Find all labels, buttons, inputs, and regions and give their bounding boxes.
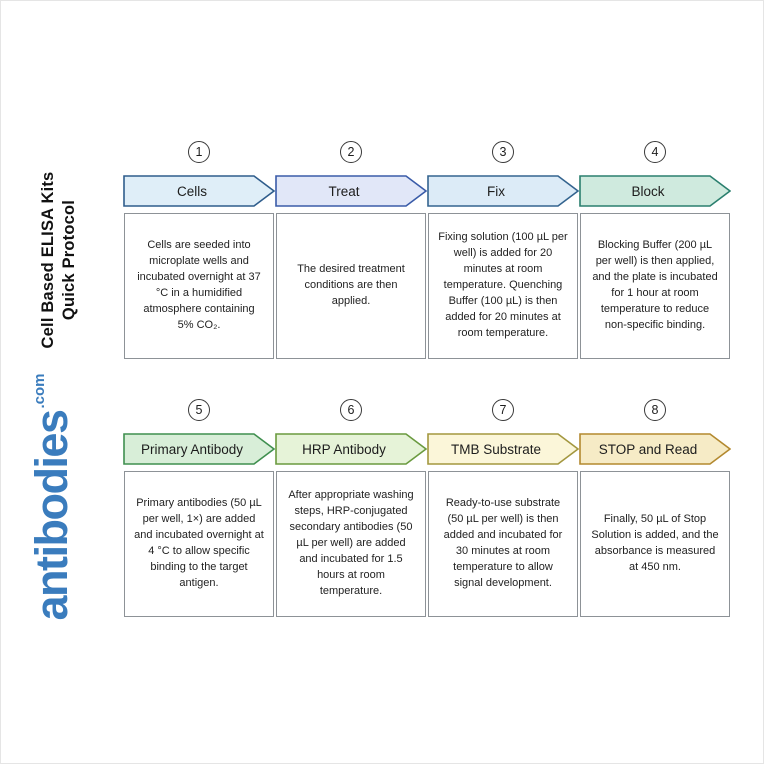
- step-5-banner: Primary Antibody: [123, 433, 275, 465]
- step-4-description: Blocking Buffer (200 µL per well) is the…: [580, 213, 730, 359]
- step-8-description: Finally, 50 µL of Stop Solution is added…: [580, 471, 730, 617]
- step-6-number-badge: 6: [340, 399, 362, 421]
- step-8: 8 STOP and Read Finally, 50 µL of Stop S…: [579, 399, 731, 617]
- step-4-banner: Block: [579, 175, 731, 207]
- step-3-number-badge: 3: [492, 141, 514, 163]
- step-1-label: Cells: [176, 183, 207, 199]
- step-1: 1 Cells Cells are seeded into microplate…: [123, 141, 275, 359]
- step-5-number: 5: [195, 403, 203, 417]
- arrow-right-shape: [427, 175, 579, 207]
- arrow-right-shape: [275, 433, 427, 465]
- step-8-banner: STOP and Read: [579, 433, 731, 465]
- step-4: 4 Block Blocking Buffer (200 µL per well…: [579, 141, 731, 359]
- step-7-banner: TMB Substrate: [427, 433, 579, 465]
- arrow-right-shape: [123, 175, 275, 207]
- step-2-number-badge: 2: [340, 141, 362, 163]
- step-1-banner: Cells: [123, 175, 275, 207]
- step-8-number: 8: [651, 403, 659, 417]
- step-3-banner: Fix: [427, 175, 579, 207]
- step-3-number: 3: [499, 145, 507, 159]
- step-7-number: 7: [499, 403, 507, 417]
- step-2: 2 Treat The desired treatment conditions…: [275, 141, 427, 359]
- arrow-right-shape: [123, 433, 275, 465]
- protocol-title-line1: Cell Based ELISA Kits: [39, 171, 57, 349]
- step-3-description: Fixing solution (100 µL per well) is add…: [428, 213, 578, 359]
- step-5-label: Primary Antibody: [140, 441, 244, 457]
- step-6-label: HRP Antibody: [302, 441, 386, 457]
- step-7-number-badge: 7: [492, 399, 514, 421]
- step-6-number: 6: [347, 403, 355, 417]
- step-6-banner: HRP Antibody: [275, 433, 427, 465]
- brand-name: antibodies: [26, 410, 77, 621]
- step-1-description: Cells are seeded into microplate wells a…: [124, 213, 274, 359]
- brand-logo: antibodies.com: [26, 356, 86, 638]
- step-1-number: 1: [195, 145, 203, 159]
- arrow-right-shape: [275, 175, 427, 207]
- protocol-title-line2: Quick Protocol: [59, 199, 78, 321]
- step-1-number-badge: 1: [188, 141, 210, 163]
- step-3: 3 Fix Fixing solution (100 µL per well) …: [427, 141, 579, 359]
- step-4-number-badge: 4: [644, 141, 666, 163]
- step-5-number-badge: 5: [188, 399, 210, 421]
- step-6-description: After appropriate washing steps, HRP-con…: [276, 471, 426, 617]
- step-7-label: TMB Substrate: [450, 441, 542, 457]
- step-8-number-badge: 8: [644, 399, 666, 421]
- arrow-right-shape: [579, 175, 731, 207]
- arrow-right-shape: [579, 433, 731, 465]
- step-7: 7 TMB Substrate Ready-to-use substrate (…: [427, 399, 579, 617]
- step-5: 5 Primary Antibody Primary antibodies (5…: [123, 399, 275, 617]
- protocol-flow: 1 Cells Cells are seeded into microplate…: [123, 141, 731, 617]
- step-3-label: Fix: [487, 183, 505, 199]
- flow-row-1: 1 Cells Cells are seeded into microplate…: [123, 141, 731, 359]
- step-2-number: 2: [347, 145, 355, 159]
- step-4-number: 4: [651, 145, 659, 159]
- step-5-description: Primary antibodies (50 µL per well, 1×) …: [124, 471, 274, 617]
- step-2-banner: Treat: [275, 175, 427, 207]
- step-6: 6 HRP Antibody After appropriate washing…: [275, 399, 427, 617]
- step-2-description: The desired treatment conditions are the…: [276, 213, 426, 359]
- step-4-label: Block: [631, 183, 665, 199]
- brand-tld: .com: [31, 373, 48, 409]
- flow-row-2: 5 Primary Antibody Primary antibodies (5…: [123, 399, 731, 617]
- step-7-description: Ready-to-use substrate (50 µL per well) …: [428, 471, 578, 617]
- step-2-label: Treat: [328, 183, 360, 199]
- protocol-title: Cell Based ELISA Kits Quick Protocol: [38, 140, 80, 380]
- step-8-label: STOP and Read: [598, 441, 698, 457]
- arrow-right-shape: [427, 433, 579, 465]
